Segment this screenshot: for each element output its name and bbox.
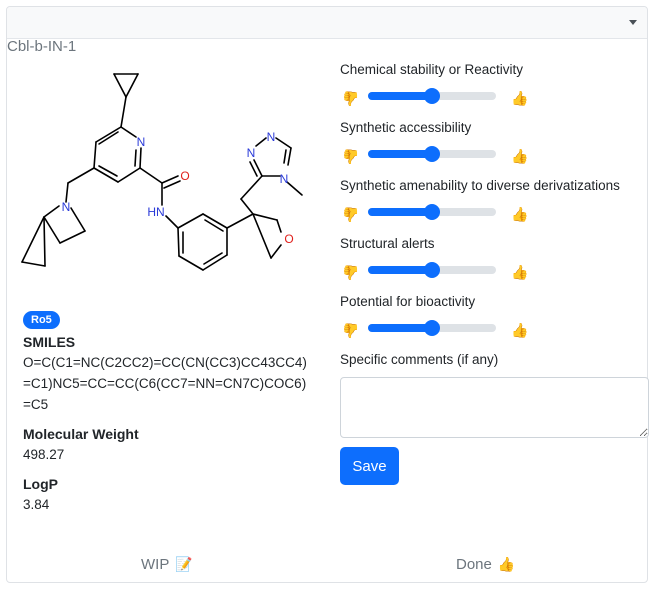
thumbs-up-icon[interactable]: 👍 (511, 90, 529, 106)
slider-knob[interactable] (424, 320, 440, 336)
atom-label-o-oxetane: O (284, 232, 293, 246)
thumbs-down-glyph: 👍 (342, 323, 360, 339)
comments-textarea[interactable] (340, 377, 649, 438)
wip-label: WIP (141, 556, 170, 573)
thumbs-down-glyph: 👍 (342, 207, 360, 223)
atom-label-n-triazole-1: N (267, 130, 276, 144)
slider-fill (368, 92, 432, 100)
logp-label: LogP (23, 476, 58, 492)
smiles-value: O=C(C1=NC(C2CC2)=CC(CN(CC3)CC43CC4)=C1)N… (23, 355, 307, 412)
memo-icon: 📝 (175, 556, 193, 572)
slider-fill (368, 208, 432, 216)
done-button[interactable]: Done 👍 (456, 556, 515, 573)
molecule-name: Cbl-b-IN-1 (7, 38, 77, 55)
slider-knob[interactable] (424, 88, 440, 104)
comments-label: Specific comments (if any) (340, 352, 499, 367)
question-label: Synthetic amenability to diverse derivat… (340, 178, 620, 193)
thumbs-up-icon[interactable]: 👍 (511, 206, 529, 222)
rating-slider[interactable] (368, 320, 496, 336)
top-dropdown[interactable] (7, 7, 647, 39)
molecule-structure-image: N O HN N N N N O (21, 73, 303, 271)
molecule-card (6, 6, 648, 583)
question-label: Structural alerts (340, 236, 435, 251)
logp-value: 3.84 (23, 497, 50, 512)
thumbs-up-icon[interactable]: 👍 (511, 264, 529, 280)
rating-slider[interactable] (368, 88, 496, 104)
rating-slider[interactable] (368, 204, 496, 220)
wip-button[interactable]: WIP 📝 (141, 556, 193, 573)
ro5-badge: Ro5 (23, 311, 60, 329)
atom-label-n-triazole-2: N (247, 146, 256, 160)
thumbs-down-icon[interactable]: 👍 (342, 207, 360, 223)
thumbs-up-icon[interactable]: 👍 (511, 322, 529, 338)
molecular-weight-label: Molecular Weight (23, 426, 139, 442)
atom-label-n-triazole-3: N (280, 172, 289, 186)
slider-knob[interactable] (424, 146, 440, 162)
question-label: Potential for bioactivity (340, 294, 476, 309)
atom-label-n-pyridine: N (137, 135, 146, 149)
thumbs-down-icon[interactable]: 👍 (342, 265, 360, 281)
thumbs-up-icon: 👍 (497, 556, 516, 572)
thumbs-down-icon[interactable]: 👍 (342, 323, 360, 339)
atom-label-n-pyrrolidine: N (62, 200, 71, 214)
thumbs-down-glyph: 👍 (342, 91, 360, 107)
rating-slider[interactable] (368, 262, 496, 278)
molecular-weight-value: 498.27 (23, 447, 65, 462)
thumbs-down-icon[interactable]: 👍 (342, 149, 360, 165)
thumbs-up-icon[interactable]: 👍 (511, 148, 529, 164)
slider-fill (368, 150, 432, 158)
rating-slider[interactable] (368, 146, 496, 162)
caret-down-icon[interactable] (629, 20, 637, 25)
question-label: Chemical stability or Reactivity (340, 62, 524, 77)
thumbs-down-glyph: 👍 (342, 265, 360, 281)
slider-knob[interactable] (424, 204, 440, 220)
thumbs-down-icon[interactable]: 👍 (342, 91, 360, 107)
question-label: Synthetic accessibility (340, 120, 472, 135)
atom-label-o-amide: O (180, 169, 189, 183)
slider-fill (368, 266, 432, 274)
slider-knob[interactable] (424, 262, 440, 278)
save-button[interactable]: Save (340, 447, 399, 485)
atom-label-nh: HN (147, 205, 164, 219)
thumbs-down-glyph: 👍 (342, 149, 360, 165)
smiles-label: SMILES (23, 334, 76, 350)
slider-fill (368, 324, 432, 332)
done-label: Done (456, 556, 492, 573)
